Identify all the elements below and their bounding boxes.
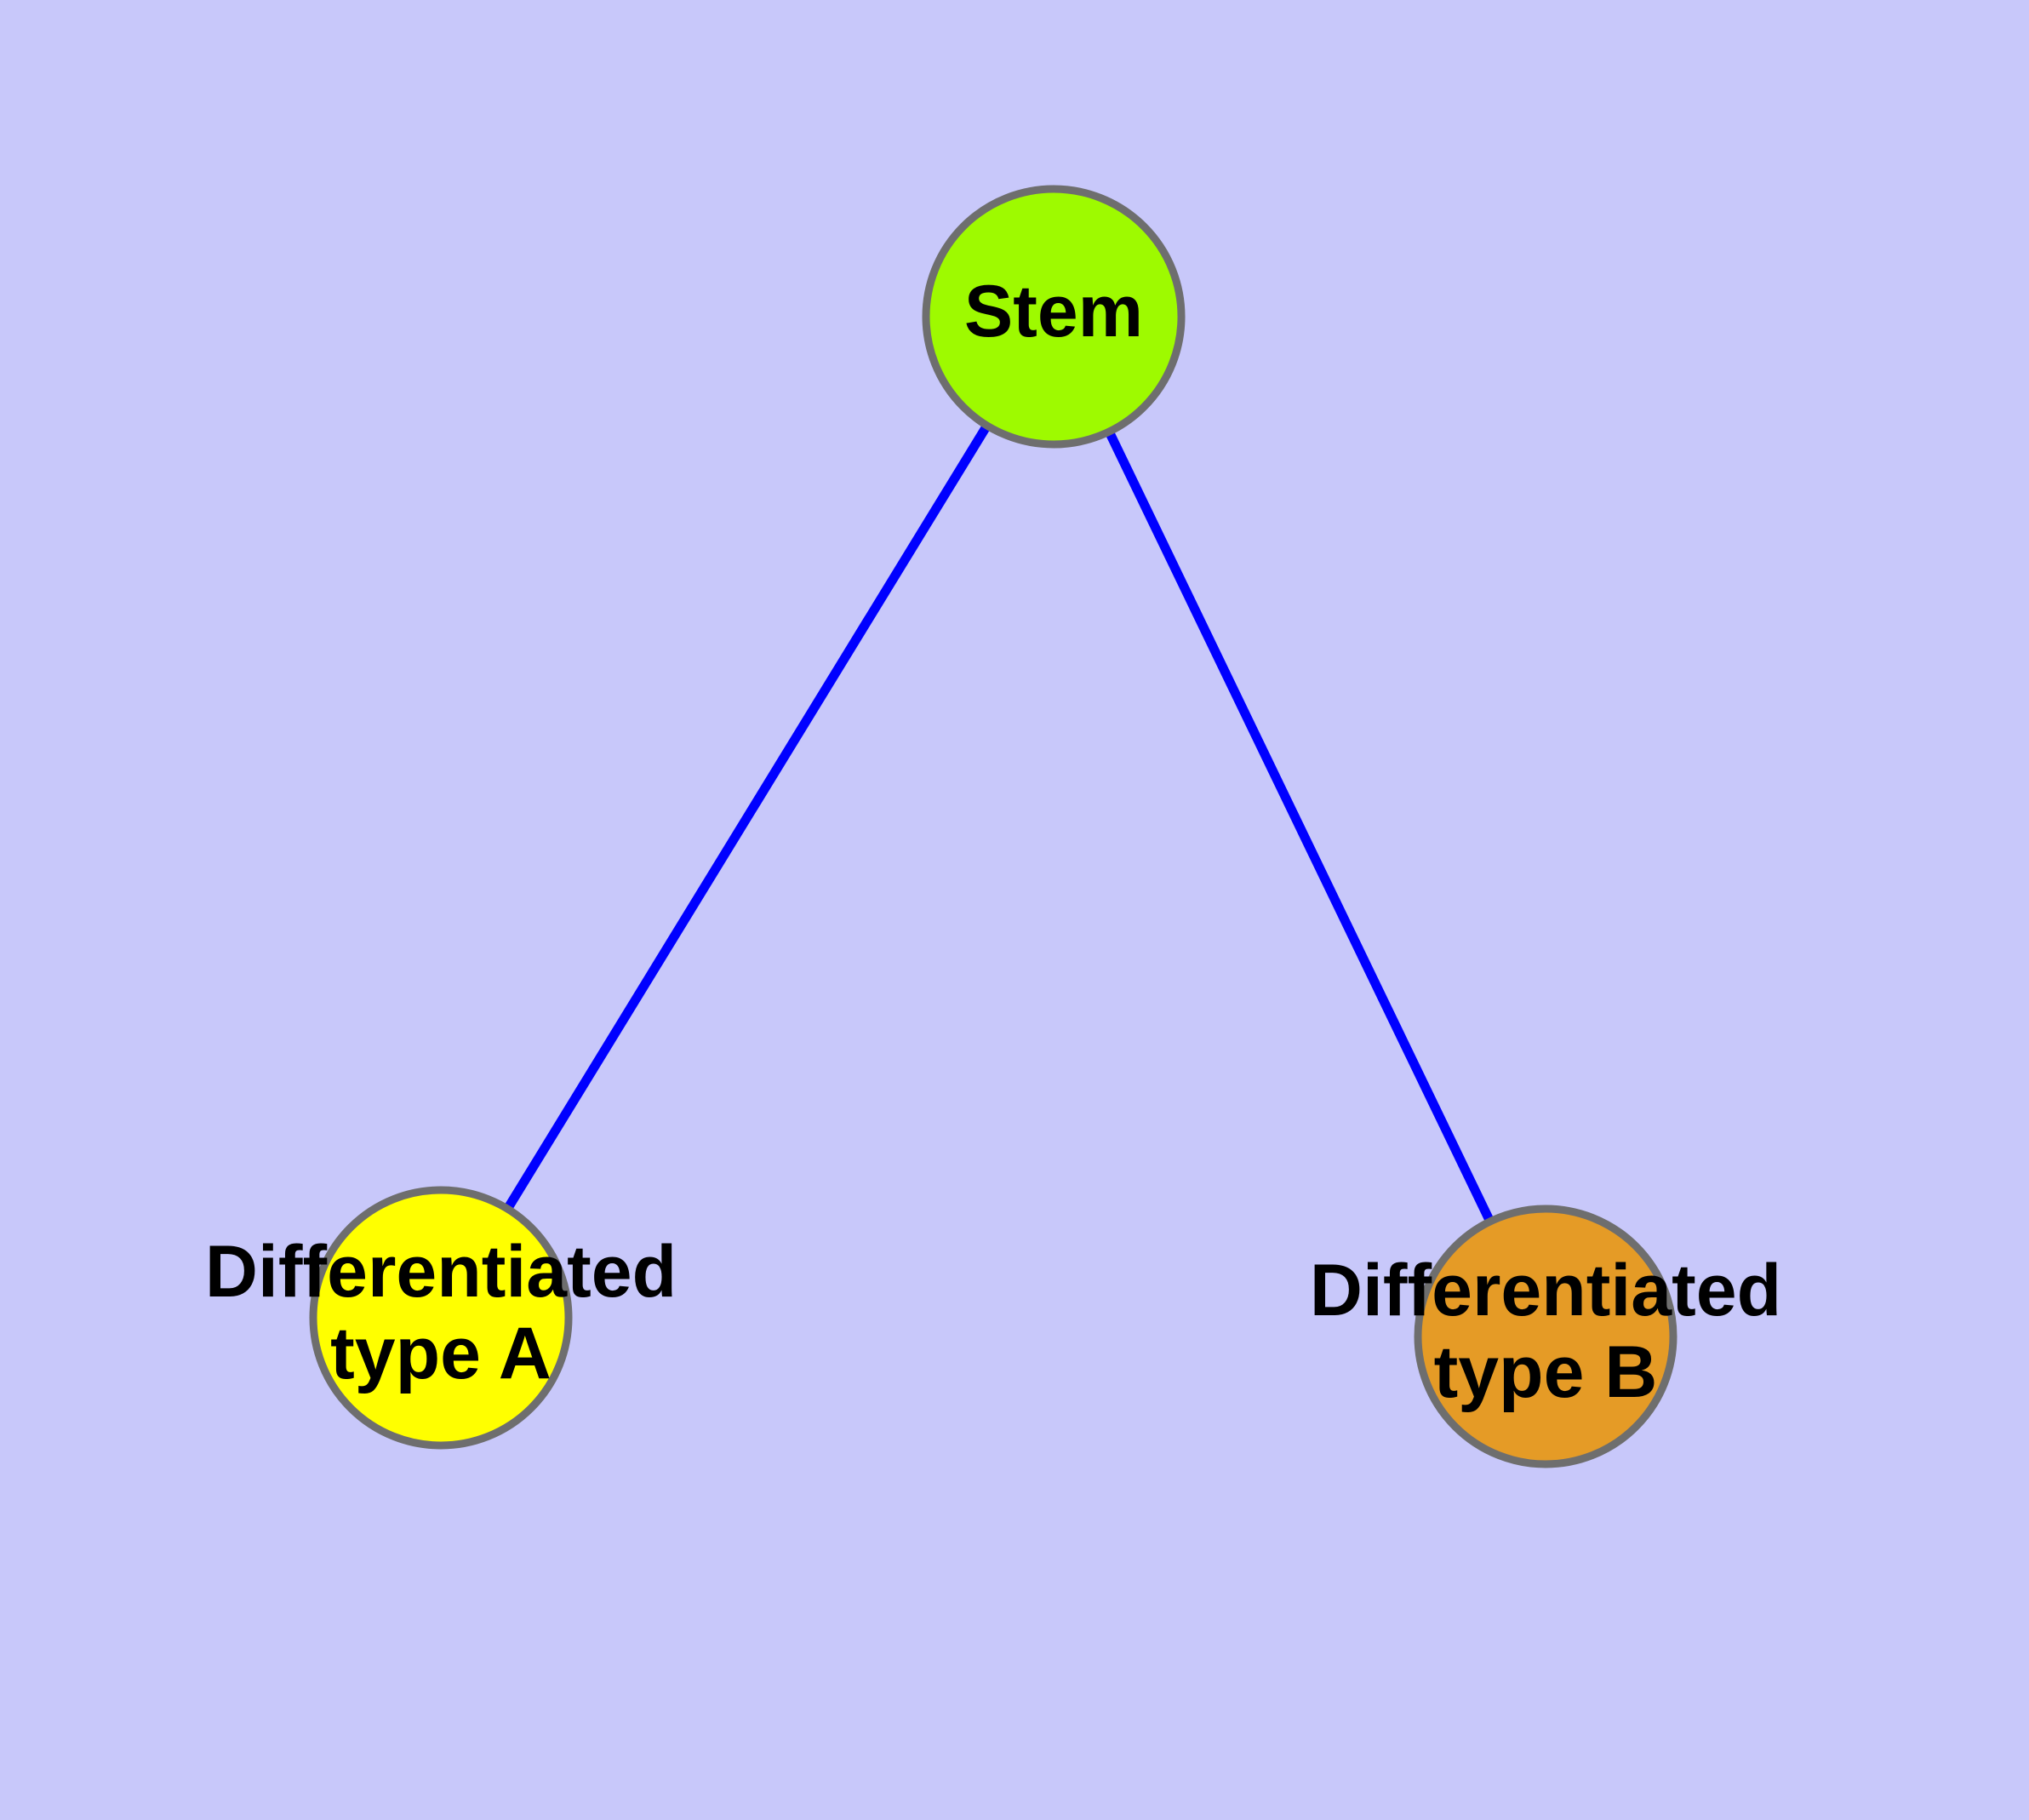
nodes-layer [309, 185, 1677, 1468]
edge-stem-diff-b[interactable] [1049, 314, 1550, 1339]
node-label-line: Differentiated [1310, 1250, 1781, 1331]
edges-layer [437, 314, 1550, 1339]
node-diff_b[interactable] [1414, 1205, 1677, 1468]
node-label-line: type A [330, 1313, 552, 1394]
node-label-line: type B [1434, 1331, 1658, 1413]
node-label-line: Differentiated [205, 1231, 677, 1313]
node-label-line: Stem [964, 271, 1143, 352]
node-label-stem: Stem [964, 271, 1143, 352]
node-diff_a[interactable] [309, 1186, 573, 1450]
edge-stem-diff-a[interactable] [437, 314, 1058, 1320]
node-stem[interactable] [922, 185, 1186, 449]
